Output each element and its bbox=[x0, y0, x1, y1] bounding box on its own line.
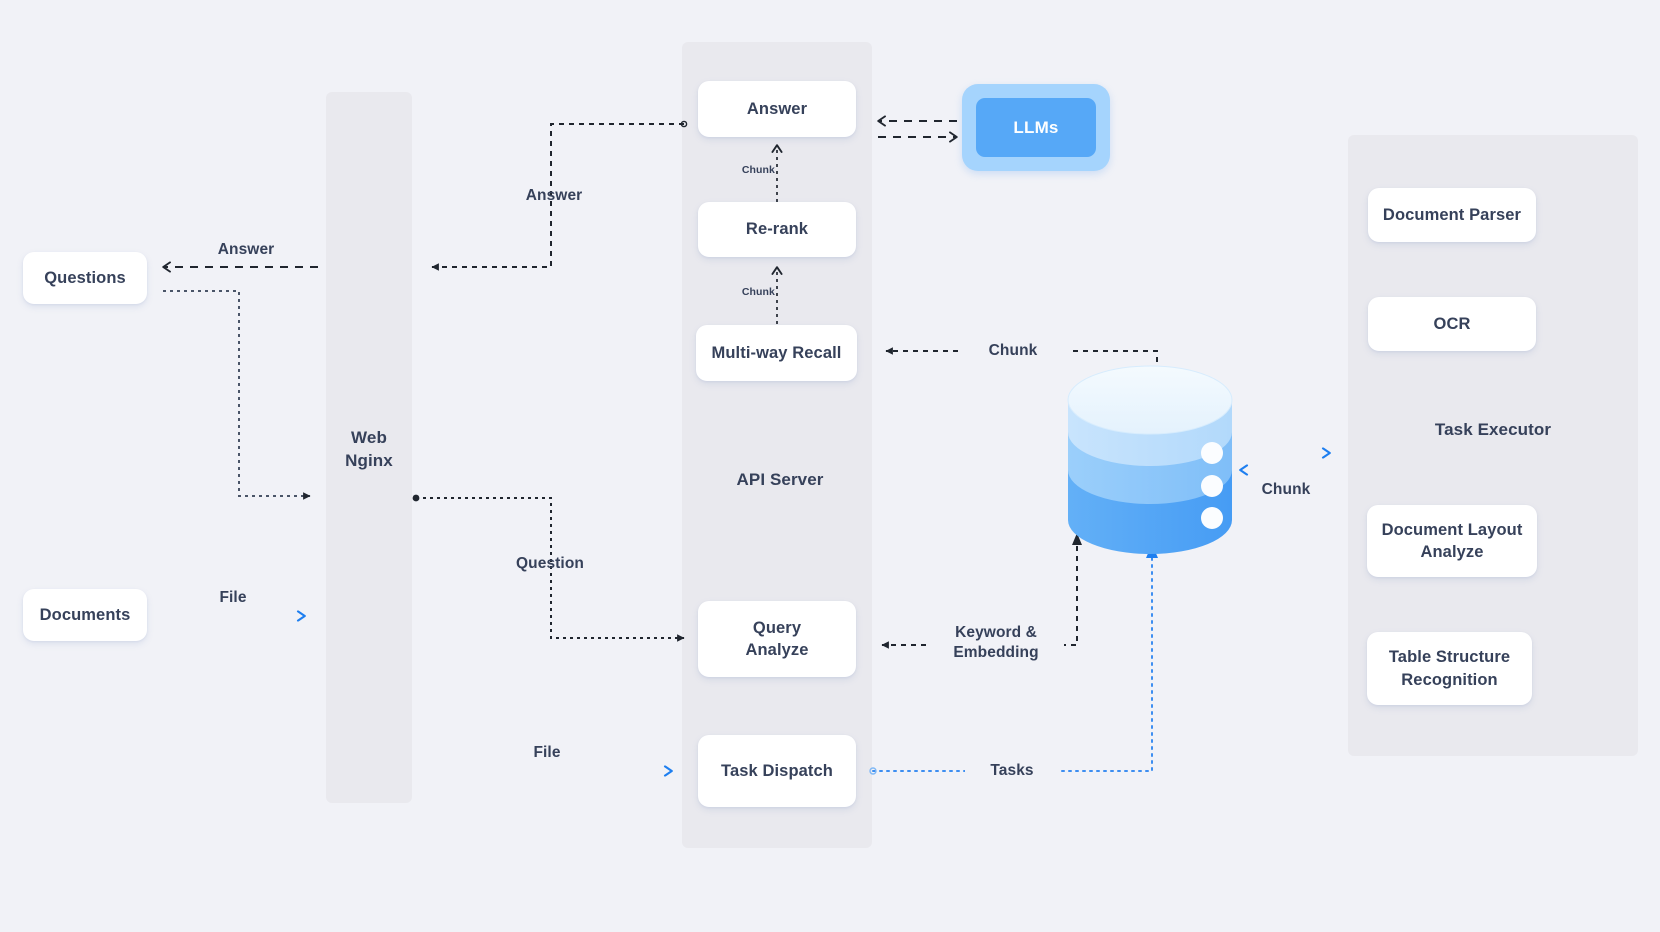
panel-web-nginx-label: Web Nginx bbox=[345, 428, 393, 470]
edge-label-file-nginx: File bbox=[533, 744, 561, 761]
node-document-layout-analyze[interactable]: Document Layout Analyze bbox=[1367, 505, 1537, 577]
panel-api-server-label: API Server bbox=[736, 470, 824, 489]
edge-keyword-embedding-db-to-query bbox=[881, 533, 1082, 649]
edge-label-file-documents: File bbox=[219, 589, 247, 606]
edge-label-chunk-db-executor: Chunk bbox=[1261, 481, 1311, 498]
node-llms-label: LLMs bbox=[976, 98, 1096, 157]
edge-question-questions-to-nginx bbox=[163, 290, 311, 500]
edge-label-chunk-db-to-recall: Chunk bbox=[958, 341, 1068, 362]
edge-label-keyword-embedding: Keyword & Embedding bbox=[928, 623, 1064, 664]
panel-web-nginx bbox=[326, 92, 412, 803]
edge-answer-api-to-nginx bbox=[431, 120, 688, 271]
node-questions[interactable]: Questions bbox=[23, 252, 147, 304]
node-task-dispatch[interactable]: Task Dispatch bbox=[698, 735, 856, 807]
edge-label-question: Question bbox=[516, 555, 584, 572]
edge-label-chunk-rerank-recall: Chunk bbox=[741, 286, 775, 298]
node-document-parser[interactable]: Document Parser bbox=[1368, 188, 1536, 242]
vector-database-icon bbox=[1067, 365, 1233, 554]
panel-task-executor-label: Task Executor bbox=[1434, 420, 1552, 439]
node-query-analyze[interactable]: Query Analyze bbox=[698, 601, 856, 677]
edge-label-answer-to-questions: Answer bbox=[217, 241, 275, 258]
edge-question-nginx-to-query-analyze bbox=[412, 494, 685, 642]
edge-label-answer-from-api: Answer bbox=[525, 187, 583, 204]
node-llms[interactable]: LLMs bbox=[962, 84, 1110, 171]
node-table-structure-recognition[interactable]: Table Structure Recognition bbox=[1367, 632, 1532, 705]
node-re-rank[interactable]: Re-rank bbox=[698, 202, 856, 257]
node-ocr[interactable]: OCR bbox=[1368, 297, 1536, 351]
node-multi-way-recall[interactable]: Multi-way Recall bbox=[696, 325, 857, 381]
node-documents[interactable]: Documents bbox=[23, 589, 147, 641]
panel-api-server bbox=[682, 42, 872, 848]
edge-label-tasks: Tasks bbox=[965, 761, 1059, 782]
edge-label-chunk-answer-rerank: Chunk bbox=[741, 164, 775, 176]
node-answer[interactable]: Answer bbox=[698, 81, 856, 137]
